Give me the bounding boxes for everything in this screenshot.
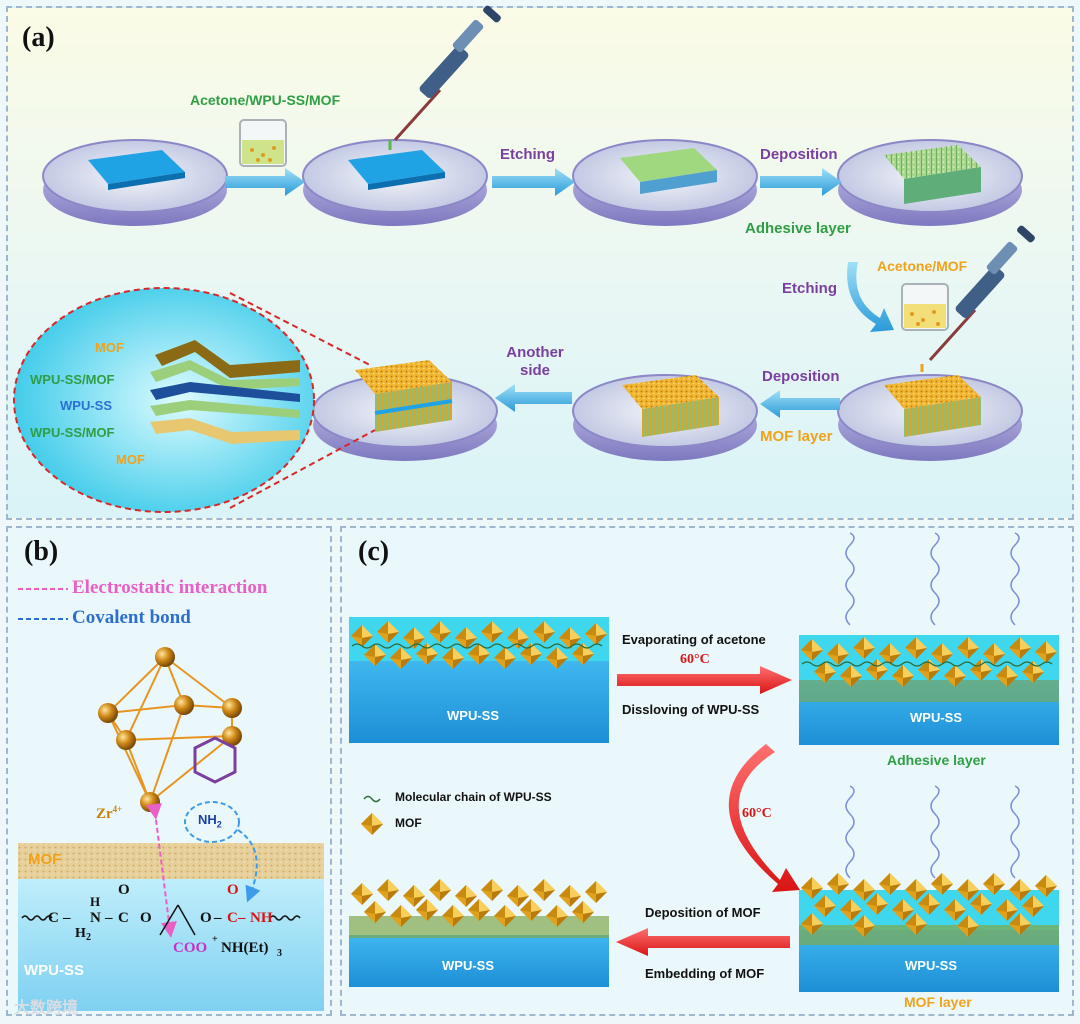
label-dissolving: Dissloving of WPU-SS bbox=[622, 702, 760, 717]
mof-label-b: MOF bbox=[28, 851, 62, 868]
benzene-ring bbox=[193, 736, 237, 784]
step-etching-2: Etching bbox=[782, 280, 837, 297]
label-adhesive-layer: Adhesive layer bbox=[745, 220, 851, 237]
mof-legend-icon bbox=[361, 813, 383, 835]
beaker-icon bbox=[239, 119, 287, 167]
petri-dish-7 bbox=[312, 360, 498, 461]
label-temp-2: 60°C bbox=[742, 806, 772, 821]
step-deposition-1: Deposition bbox=[760, 146, 838, 163]
arrow-left-icon bbox=[495, 384, 572, 412]
arrow-right-icon bbox=[760, 168, 842, 196]
zr-label: Zr4+ bbox=[96, 804, 123, 822]
legend-molecular-chain: Molecular chain of WPU-SS bbox=[395, 790, 552, 804]
petri-dish-1 bbox=[42, 139, 228, 226]
panel-a-label: (a) bbox=[22, 22, 55, 53]
stack-label-wpu-mof-top: WPU-SS/MOF bbox=[30, 372, 115, 387]
wpu-label-c1: WPU-SS bbox=[447, 708, 499, 723]
watermark: 大数跨境 bbox=[14, 1000, 79, 1017]
petri-dish-4 bbox=[837, 139, 1023, 226]
pipette-icon bbox=[388, 5, 501, 150]
petri-dish-2 bbox=[302, 139, 488, 226]
legend-electrostatic: Electrostatic interaction bbox=[72, 577, 268, 598]
step-acetone-wpu-mof: Acetone/WPU-SS/MOF bbox=[190, 92, 341, 108]
arrow-right-red-icon bbox=[617, 666, 792, 694]
mof-layer-b bbox=[18, 843, 324, 879]
nh2-label: NH2 bbox=[198, 812, 222, 830]
panel-b-label: (b) bbox=[24, 536, 59, 567]
vapor-icon bbox=[845, 532, 1020, 879]
stack-label-mof-bottom: MOF bbox=[116, 452, 145, 467]
legend-mof: MOF bbox=[395, 816, 422, 830]
step-another-side: Another side bbox=[506, 344, 564, 379]
arrow-right-icon bbox=[492, 168, 575, 196]
label-deposition-c: Deposition of MOF bbox=[645, 905, 761, 920]
panel-c-label: (c) bbox=[358, 536, 390, 567]
wpu-label-c3: WPU-SS bbox=[905, 958, 957, 973]
label-mof-layer-c: MOF layer bbox=[904, 994, 972, 1010]
molecular-chains bbox=[351, 643, 1053, 667]
petri-dish-6 bbox=[572, 374, 758, 461]
wpu-label-c2: WPU-SS bbox=[910, 710, 962, 725]
step-etching-1: Etching bbox=[500, 146, 555, 163]
chain-legend-icon bbox=[363, 795, 381, 803]
wpu-block-4 bbox=[349, 916, 609, 987]
arrow-left-icon bbox=[760, 390, 840, 418]
label-temp-1: 60°C bbox=[680, 652, 710, 667]
petri-dish-3 bbox=[572, 139, 758, 226]
stack-label-wpu-mof-bottom: WPU-SS/MOF bbox=[30, 425, 115, 440]
label-embedding: Embedding of MOF bbox=[645, 966, 765, 981]
label-mof-layer: MOF layer bbox=[760, 428, 833, 445]
stack-label-wpu: WPU-SS bbox=[60, 398, 112, 413]
wpu-label-c4: WPU-SS bbox=[442, 958, 494, 973]
pipette-icon bbox=[920, 225, 1035, 372]
zr-atom bbox=[98, 647, 242, 812]
wpu-label-b: WPU-SS bbox=[24, 962, 84, 979]
beaker-icon bbox=[901, 283, 949, 331]
arrow-left-red-icon bbox=[616, 928, 790, 956]
petri-dish-5 bbox=[837, 374, 1023, 461]
arrow-curved-icon bbox=[847, 262, 894, 332]
nh2-highlight bbox=[184, 801, 240, 843]
step-deposition-2: Deposition bbox=[762, 368, 840, 385]
label-evaporating: Evaporating of acetone bbox=[622, 632, 766, 647]
zoom-inset bbox=[13, 287, 376, 513]
wpu-layer-b bbox=[18, 879, 324, 1011]
stack-label-mof-top: MOF bbox=[95, 340, 124, 355]
label-adhesive-layer-c: Adhesive layer bbox=[887, 752, 986, 768]
step-acetone-mof: Acetone/MOF bbox=[877, 258, 968, 274]
legend-covalent: Covalent bond bbox=[72, 607, 191, 628]
arrow-right-icon bbox=[225, 168, 305, 196]
